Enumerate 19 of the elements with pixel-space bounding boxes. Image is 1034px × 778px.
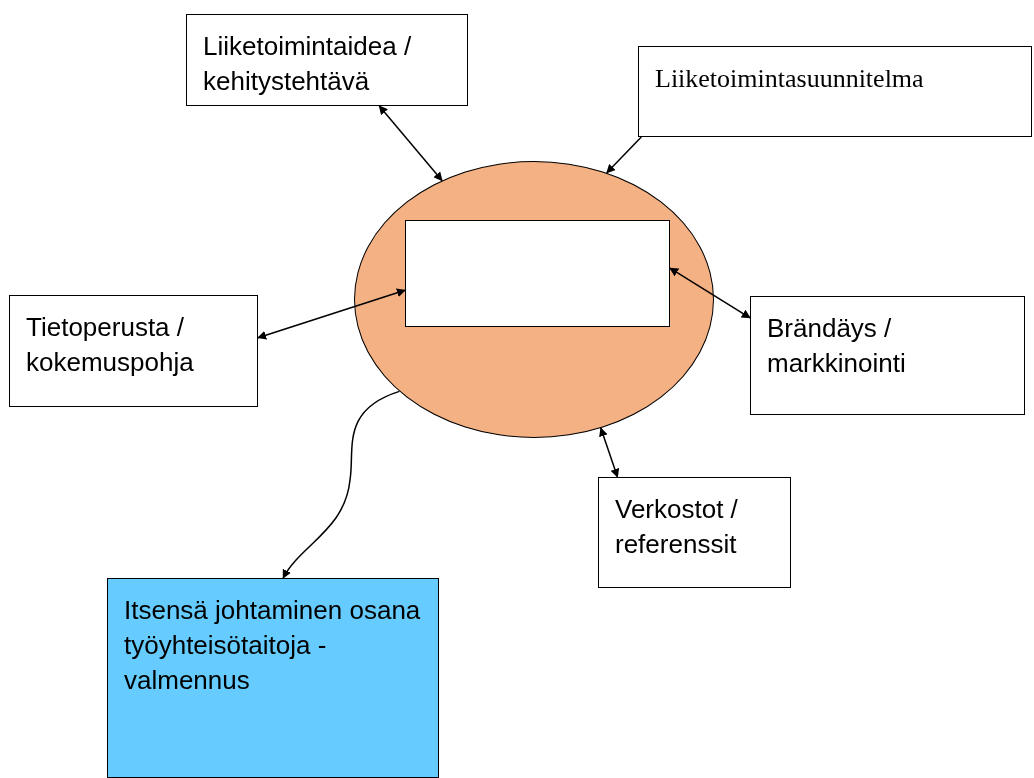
text-box bbox=[598, 477, 791, 588]
text-box bbox=[638, 46, 1032, 137]
arrow bbox=[282, 390, 401, 579]
box-label: Verkostot / referenssit bbox=[615, 493, 739, 562]
arrow bbox=[669, 267, 751, 319]
text-box bbox=[750, 296, 1025, 415]
arrow bbox=[378, 105, 443, 182]
box-label: Liiketoimintaidea / kehitystehtävä bbox=[203, 30, 413, 99]
blank-box bbox=[405, 220, 670, 327]
arrow bbox=[606, 136, 643, 174]
text-box bbox=[186, 14, 468, 106]
box-label: Tietoperusta / kokemuspohja bbox=[26, 311, 195, 380]
arrow bbox=[599, 427, 620, 478]
box-label: Itsensä johtaminen osana työyhteisötaitoja - valmennus bbox=[124, 594, 422, 698]
arrow bbox=[257, 288, 406, 340]
highlight-box bbox=[107, 578, 439, 778]
box-label: Brändäys / markkinointi bbox=[767, 312, 907, 381]
box-label: Liiketoimintasuunnitelma bbox=[655, 63, 925, 95]
text-box bbox=[9, 295, 258, 407]
